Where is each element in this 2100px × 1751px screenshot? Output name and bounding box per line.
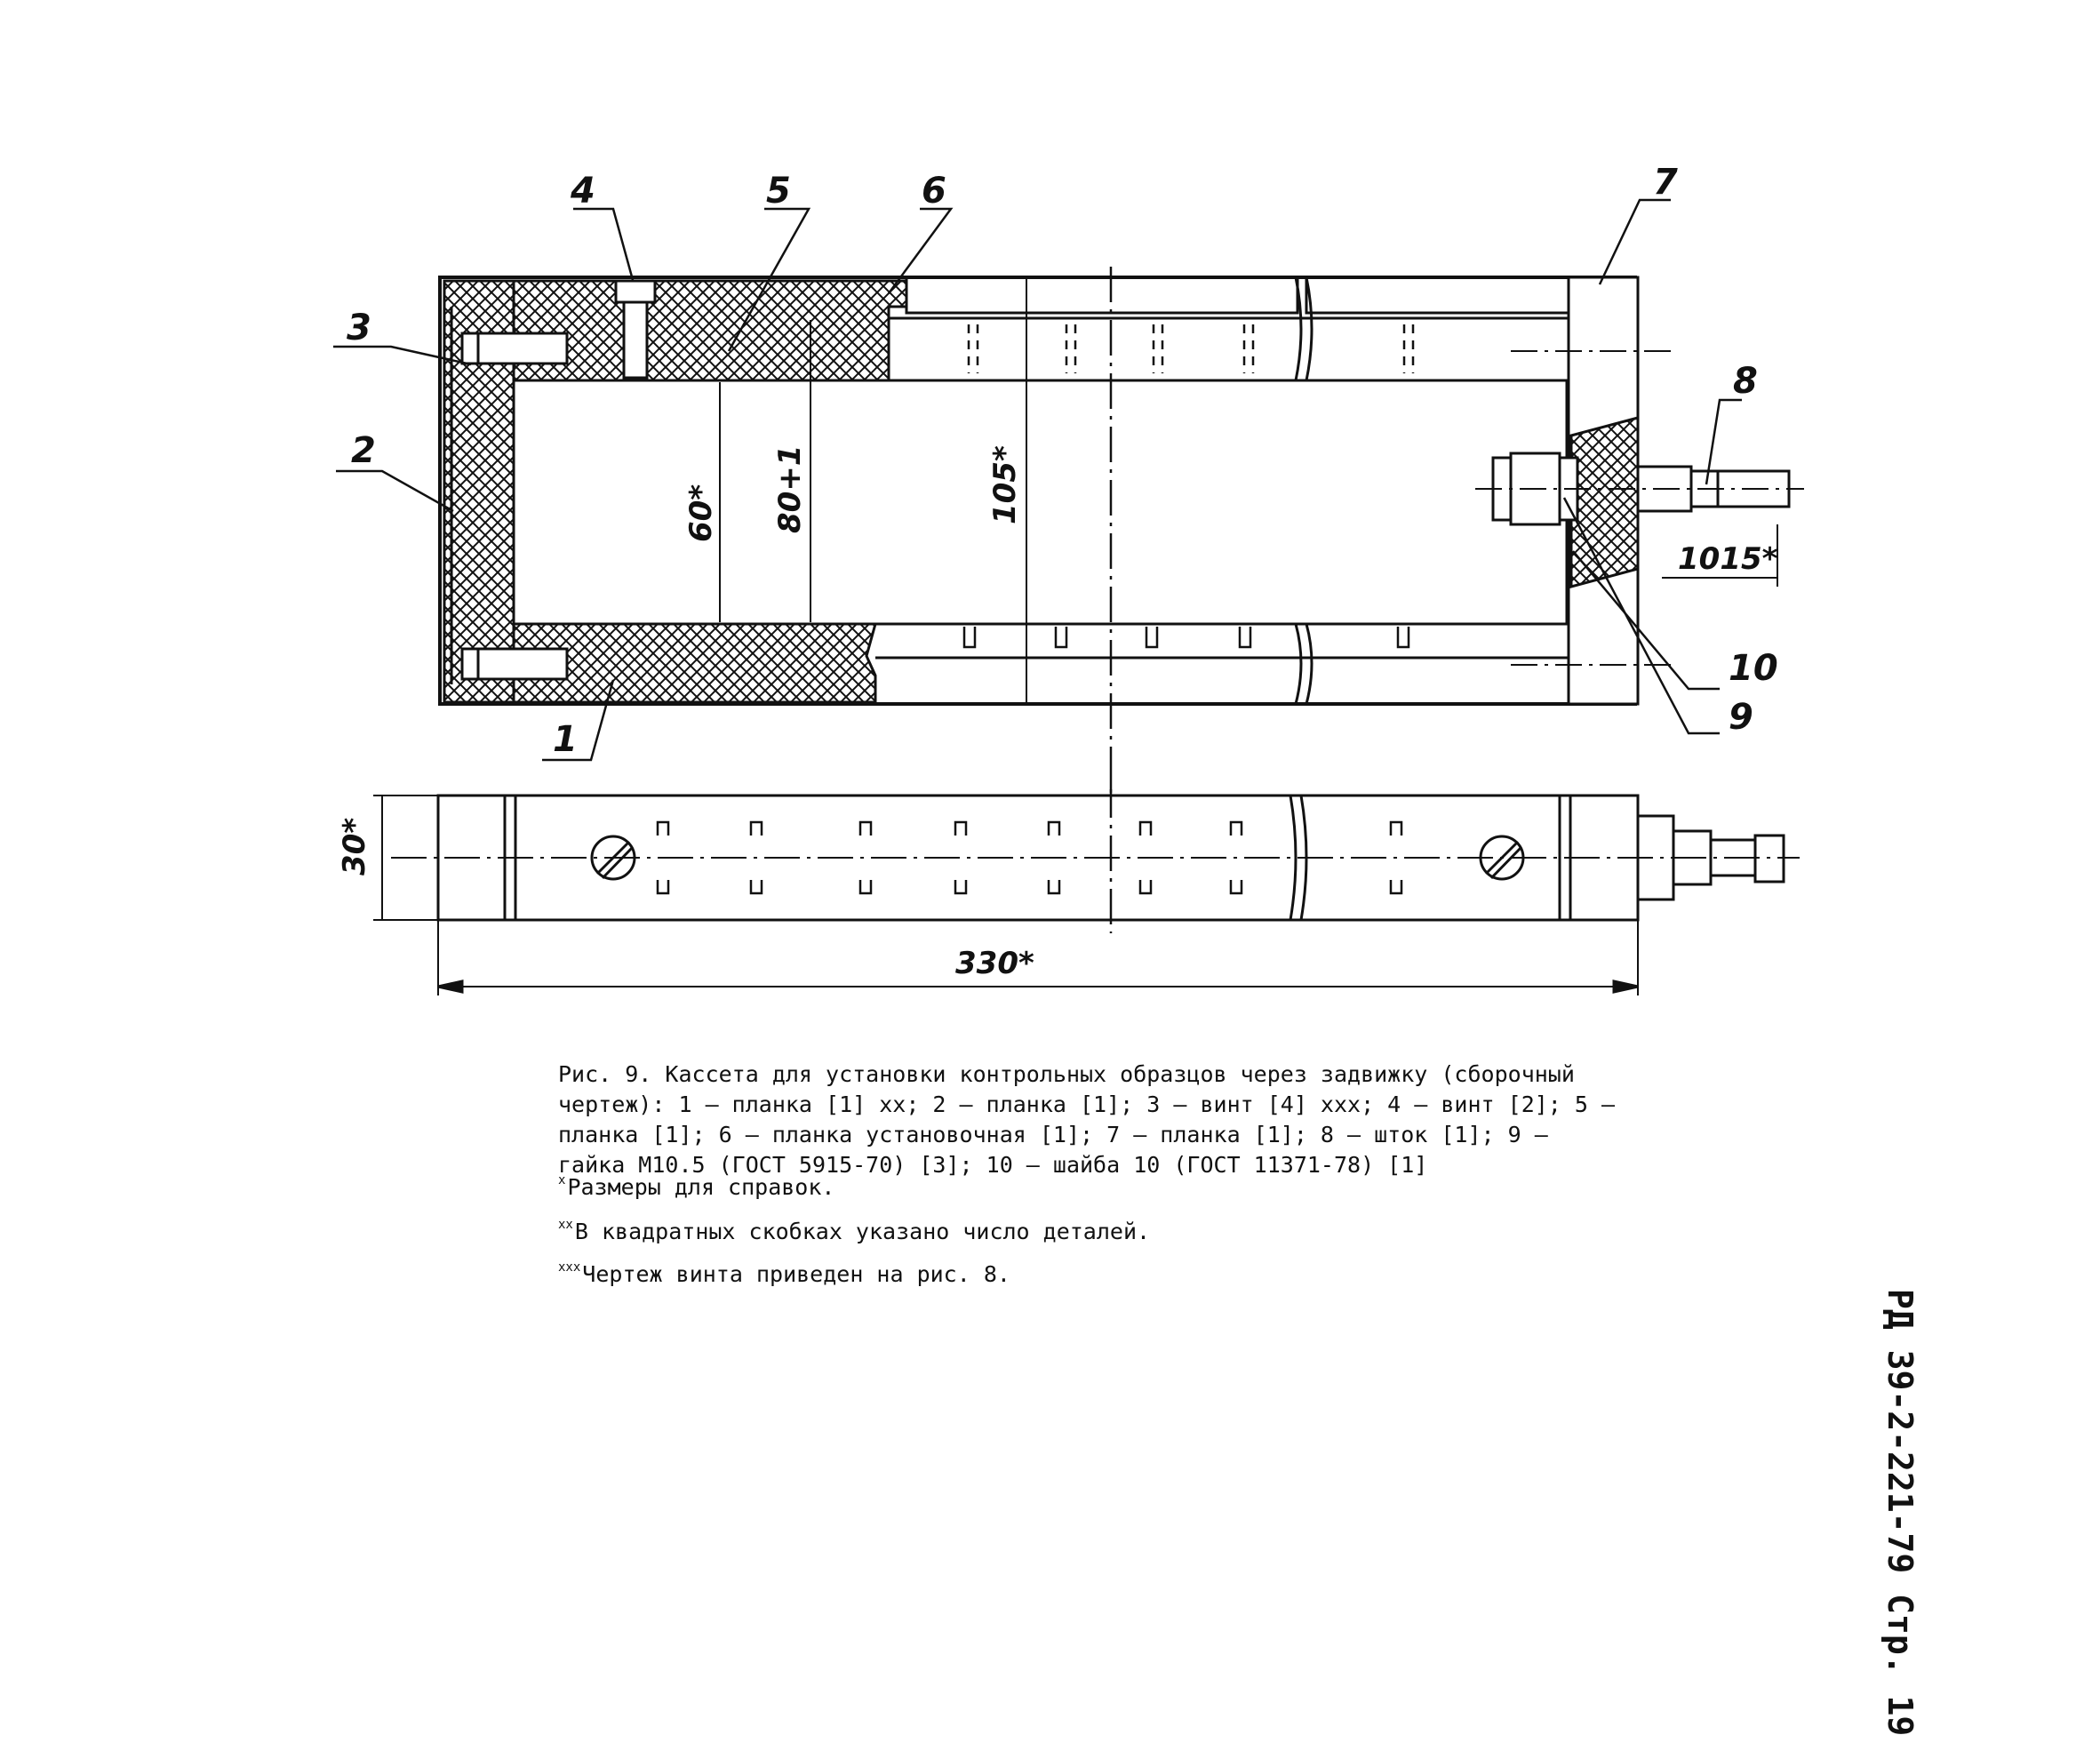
callout-4: 4 [570,171,595,212]
page-header: РД 39-2-221-79 Стр. 19 [1880,1289,1920,1737]
dim-60: 60* [683,484,719,542]
footnote-2: ххВ квадратных скобках указано число дет… [558,1218,1151,1244]
footnote-3: хххЧертеж винта приведен на рис. 8. [558,1260,1010,1287]
dim-1015: 1015* [1678,541,1778,577]
callout-5: 5 [766,171,791,212]
dim-30: 30* [337,818,372,876]
dim-330: 330* [955,946,1034,981]
callout-6: 6 [922,171,946,212]
plank-6 [512,279,908,382]
section-view [438,267,1804,796]
callout-1: 1 [553,719,578,760]
callout-leaders [333,198,1742,762]
callout-8: 8 [1733,361,1758,402]
callout-7: 7 [1653,162,1678,203]
dim-105: 105* [987,445,1023,524]
callout-10: 10 [1729,648,1778,689]
figure-caption: Рис. 9. Кассета для установки контрольны… [558,1061,1616,1178]
assembly-drawing: 3 2 4 5 6 7 8 1 10 9 60* 80+1 105* 1015*… [333,162,1804,995]
callout-2: 2 [351,430,376,471]
dim-80: 80+1 [772,445,808,533]
callout-9: 9 [1729,697,1753,738]
callout-3: 3 [347,308,371,348]
footnote-1: хРазмеры для справок. [558,1173,835,1200]
plan-view [373,782,1800,995]
